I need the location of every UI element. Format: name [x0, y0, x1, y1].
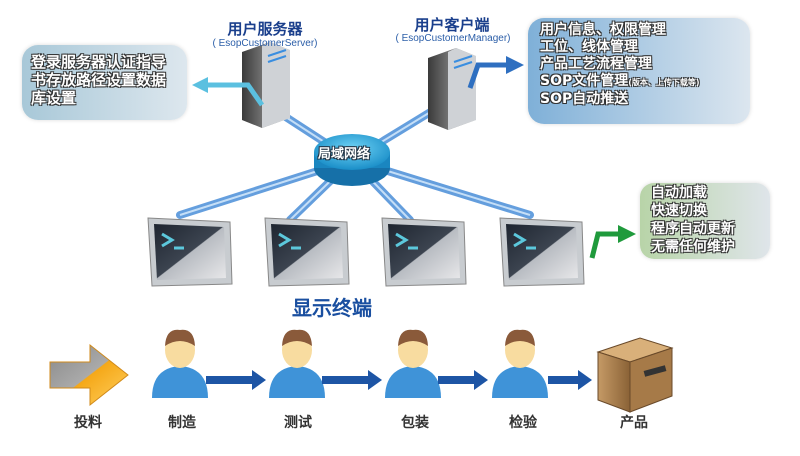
- display-terminal-icon: [381, 217, 467, 287]
- client-title: 用户客户端: [414, 16, 490, 34]
- step-label: 测试: [284, 415, 312, 431]
- terminal-note-line: 自动加载: [651, 185, 707, 201]
- server-title: 用户服务器: [227, 20, 303, 38]
- terminal-note-line: 程序自动更新: [651, 221, 735, 237]
- terminal-note: 自动加载 快速切换 程序自动更新 无需任何维护: [640, 183, 770, 259]
- client-note-line: 产品工艺流程管理: [540, 56, 652, 72]
- server-icon: [242, 42, 290, 128]
- lan-hub-icon: [314, 134, 390, 186]
- server-note-line: 库设置: [31, 89, 77, 107]
- client-note-line: 工位、线体管理: [540, 39, 638, 55]
- display-terminal-icon: [499, 217, 585, 287]
- client-note-line: 用户信息、权限管理: [540, 22, 666, 38]
- flow-arrow-icon: [322, 370, 382, 390]
- client-subtitle: ( EsopCustomerManager): [395, 33, 511, 44]
- worker-icon: [492, 329, 548, 398]
- flow-arrow-icon: [548, 370, 592, 390]
- display-terminal-icon: [264, 217, 350, 287]
- box-icon: [596, 337, 674, 413]
- worker-icon: [152, 329, 208, 398]
- flow-arrow-icon: [438, 370, 488, 390]
- client-arrow: [467, 62, 508, 89]
- client-note-line: SOP文件管理: [540, 73, 629, 89]
- step-label: 制造: [168, 415, 196, 431]
- client-note: 用户信息、权限管理 工位、线体管理 产品工艺流程管理 SOP文件管理(版本、上传…: [528, 18, 750, 124]
- worker-icon: [385, 329, 441, 398]
- display-terminal-icon: [147, 217, 233, 287]
- worker-icon: [269, 329, 325, 398]
- server-arrow: [205, 82, 265, 107]
- step-label: 检验: [509, 415, 537, 431]
- server-note-line: 登录服务器认证指导: [31, 53, 167, 71]
- terminal-note-line: 无需任何维护: [651, 239, 735, 255]
- client-computer-icon: [428, 48, 476, 130]
- client-note-small: (版本、上传下载等): [628, 78, 700, 87]
- server-subtitle: ( EsopCustomerServer): [212, 38, 318, 49]
- lan-label: 局域网络: [318, 147, 371, 162]
- server-note: 登录服务器认证指导 书存放路径设置数据 库设置: [22, 45, 187, 120]
- terminal-note-line: 快速切换: [651, 203, 707, 219]
- step-label: 投料: [74, 415, 102, 431]
- terminal-arrow: [589, 231, 620, 259]
- step-label: 产品: [620, 415, 648, 431]
- flow-arrow-icon: [206, 370, 266, 390]
- server-note-line: 书存放路径设置数据: [31, 71, 167, 89]
- terminals-title: 显示终端: [292, 296, 372, 320]
- material-input-arrow-icon: [49, 343, 129, 407]
- step-label: 包装: [401, 415, 429, 431]
- client-note-line: SOP自动推送: [540, 91, 629, 107]
